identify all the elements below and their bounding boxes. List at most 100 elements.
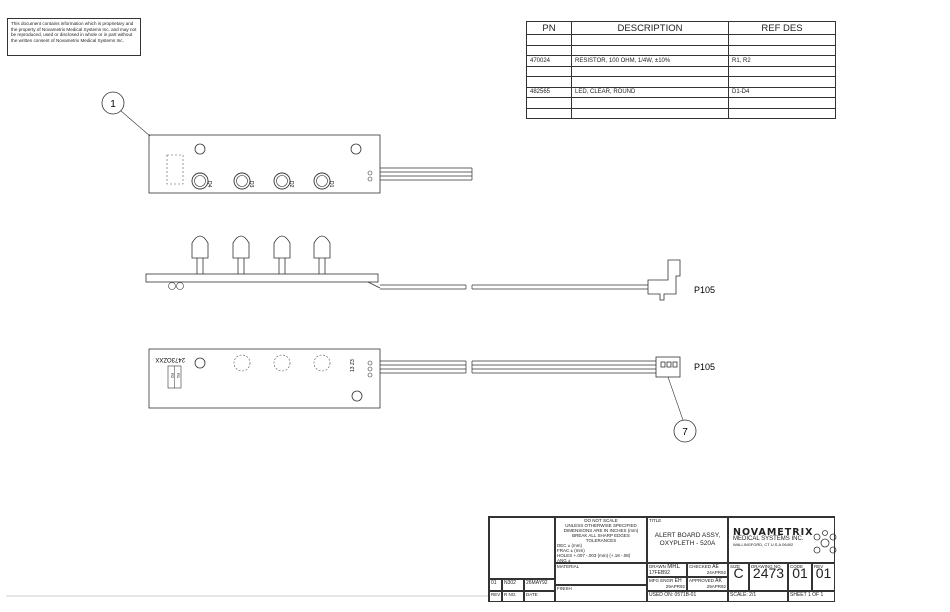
led-label-d3: D3 [248, 181, 254, 188]
rev-cell: 01 [489, 579, 502, 591]
title-label: TITLE [649, 518, 662, 523]
pad-top-1 [367, 170, 373, 176]
board-part-number: 2473OZXX [155, 356, 185, 362]
rev-label: REV [814, 564, 824, 569]
bom-cell [728, 76, 836, 88]
drawing-no-value: 2473 [752, 565, 785, 581]
note-line: BREAK ALL SHARP EDGES [572, 533, 630, 538]
side-hardware-1 [168, 282, 176, 290]
led-bottom-3 [313, 354, 331, 372]
pad-bottom-2 [367, 366, 373, 372]
bom-cell [728, 65, 836, 77]
table-row [526, 34, 836, 46]
led-label-d1: D1 [328, 181, 334, 188]
bom-cell [571, 97, 729, 109]
company-logo: NOVAMETRIX [733, 527, 814, 538]
drawn-date: 17FEB92 [649, 570, 670, 576]
drawing-no-label: DRAWING NO [751, 564, 781, 569]
connector-label-bottom: P105 [694, 362, 715, 372]
table-row [526, 44, 836, 56]
bom-cell [571, 76, 729, 88]
callout-bubble-7 [673, 419, 697, 443]
bom-cell: 482565 [526, 86, 572, 98]
side-view: P105 [145, 235, 715, 301]
mfg-by: EH [674, 578, 682, 584]
cable-side [367, 281, 648, 290]
bom-cell [526, 34, 572, 46]
connector-p105-bottom [655, 356, 681, 378]
rev-value: 01 [815, 565, 832, 581]
approved-cell: APPROVED AK 29APR92 [687, 577, 728, 591]
led-label-d4: D4 [206, 181, 212, 188]
code-value: 01 [792, 565, 808, 581]
table-row [526, 65, 836, 77]
checked-by: AE [712, 564, 719, 570]
bottom-view: 2473OZXX R2 R1 13 Z3 P105 7 [148, 348, 715, 443]
connector-label-side: P105 [694, 285, 715, 295]
tol-unit: (mm) [571, 543, 583, 548]
rev-header: R NO. [502, 591, 524, 602]
tol-ang: ANG ± [557, 558, 571, 563]
tol-unit: (mm) [574, 548, 585, 553]
bom-header-description: DESCRIPTION [571, 21, 729, 35]
led-top-d2 [273, 172, 291, 190]
mount-hole-bottom [194, 357, 206, 369]
revision-history-area [489, 517, 555, 579]
used-on-cell: USED ON: 0571B-01 [647, 591, 728, 602]
tol-dec: DEC ± [557, 543, 571, 548]
note-line: DIMENSIONS ARE IN INCHES (mm) [563, 528, 639, 533]
led-side-3 [273, 235, 291, 274]
bom-cell [571, 34, 729, 46]
bom-cell [526, 97, 572, 109]
company-cell: NOVAMETRIX MEDICAL SYSTEMS INC. WALLINGF… [728, 517, 835, 563]
connector-p105-side [647, 259, 681, 301]
top-view: 1 D4 D3 D2 D1 [101, 91, 473, 194]
bom-cell: R1, R2 [728, 55, 836, 67]
tol-holes: HOLES +.007 -.003 (mm) (+.18 -.08) [557, 553, 631, 558]
callout-1-text: 1 [110, 99, 116, 110]
resistor-label-r1: R1 [176, 373, 181, 379]
callout-1-leader [120, 110, 151, 137]
title-block: 01 N302 26MAY92 REV R NO. DATE DO NOT SC… [488, 516, 835, 602]
led-bottom-1 [233, 354, 251, 372]
side-hardware-2 [176, 282, 184, 290]
material-cell: MATERIAL [555, 563, 647, 585]
pcb-edge-side [145, 273, 379, 283]
checked-date: 24APR92 [706, 570, 726, 575]
callout-7-text: 7 [682, 427, 688, 438]
mount-hole-top-right [350, 143, 362, 155]
drawn-label: DRAWN [649, 564, 666, 569]
mfg-engr-cell: MFG ENGR EH 29APR92 [647, 577, 687, 591]
bom-cell [728, 97, 836, 109]
table-row [526, 76, 836, 88]
note-line: UNLESS OTHERWISE SPECIFIED [565, 523, 637, 528]
bom-cell [728, 34, 836, 46]
bom-cell [526, 107, 572, 119]
led-top-d1 [313, 172, 331, 190]
bom-cell [526, 65, 572, 77]
size-cell: SIZE C [728, 563, 749, 591]
mount-hole-top [194, 143, 206, 155]
callout-bubble-1 [101, 91, 125, 115]
bom-cell [571, 44, 729, 56]
sheet-cell: SHEET 1 OF 1 [788, 591, 835, 602]
pad-top-2 [367, 176, 373, 182]
bom-cell [526, 76, 572, 88]
bom-cell [526, 44, 572, 56]
callout-7-leader [667, 376, 684, 421]
mfg-date: 29APR92 [665, 584, 685, 589]
pad-bottom-1 [367, 360, 373, 366]
bom-cell [571, 107, 729, 119]
resistor-label-r2: R2 [170, 373, 175, 379]
led-bottom-2 [273, 354, 291, 372]
drawn-cell: DRAWN MRL 17FEB92 [647, 563, 687, 577]
proprietary-notice: This document contains information which… [7, 18, 141, 56]
bom-cell [728, 44, 836, 56]
bom-cell: RESISTOR, 100 OHM, 1/4W, ±10% [571, 55, 729, 67]
led-top-d3 [233, 172, 251, 190]
bom-cell: LED, CLEAR, ROUND [571, 86, 729, 98]
scale-cell: SCALE: 2/1 [728, 591, 788, 602]
drawing-title-line2: OXYPLETH - 520A [659, 540, 716, 547]
